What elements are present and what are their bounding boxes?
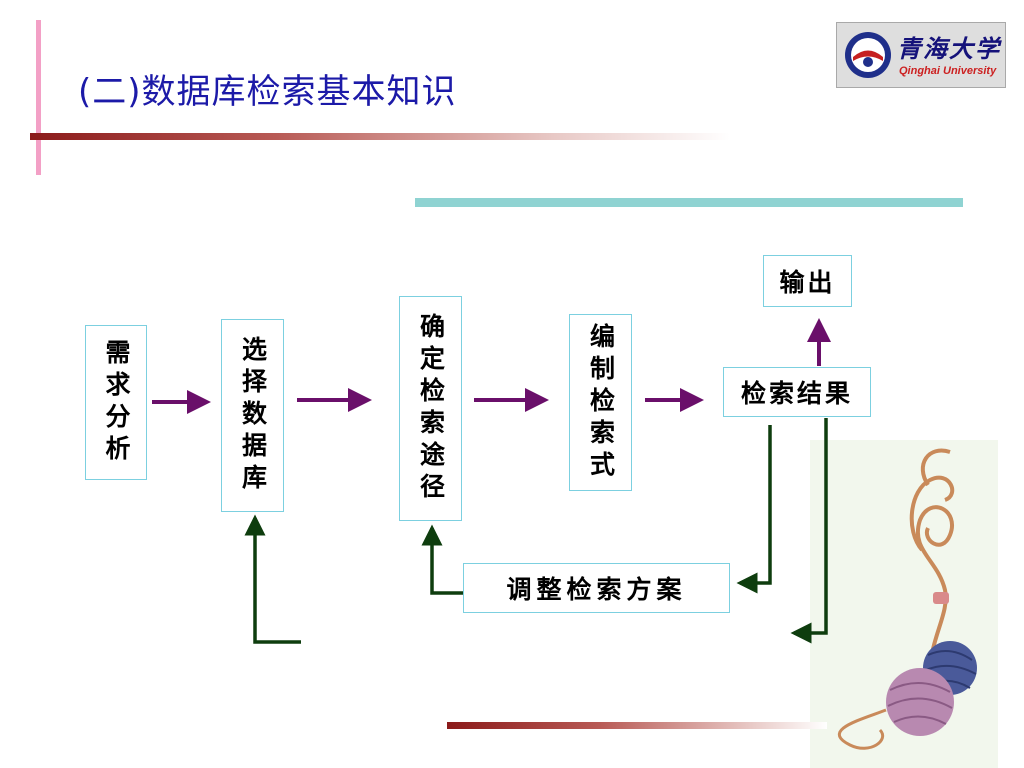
node-select-database: 选择数据库 <box>221 319 284 512</box>
node-output: 输出 <box>763 255 852 307</box>
arrow-results-to-adjust <box>736 425 772 594</box>
node-select-database-label: 选择数据库 <box>238 335 268 496</box>
logo-english-name: Qinghai University <box>899 65 997 77</box>
node-compile-query: 编制检索式 <box>569 314 632 491</box>
footer-divider <box>447 722 827 729</box>
arrow-results-loopback <box>790 418 828 644</box>
arrow-reselect-database <box>244 514 301 644</box>
node-need-analysis: 需求分析 <box>85 325 147 480</box>
node-compile-query-label: 编制检索式 <box>586 322 616 483</box>
university-emblem-icon <box>845 32 891 78</box>
node-adjust-plan: 调整检索方案 <box>463 563 730 613</box>
node-search-results-label: 检索结果 <box>740 379 853 408</box>
arrow-adjust-to-path <box>421 524 463 595</box>
yarn-ball-illustration <box>837 448 977 750</box>
page-title: (二)数据库检索基本知识 <box>78 72 457 112</box>
node-search-results: 检索结果 <box>723 367 871 417</box>
title-divider <box>30 133 730 140</box>
logo-chinese-name: 青海大学 <box>897 34 1001 63</box>
node-determine-search-path: 确定检索途径 <box>399 296 462 521</box>
node-output-label: 输出 <box>779 268 836 297</box>
node-need-analysis-label: 需求分析 <box>102 338 131 467</box>
teal-accent-bar <box>415 198 963 207</box>
node-adjust-plan-label: 调整检索方案 <box>506 575 687 604</box>
header-accent-bar <box>36 20 41 175</box>
node-determine-search-path-label: 确定检索途径 <box>416 312 446 505</box>
university-logo: 青海大学 Qinghai University <box>836 22 1006 88</box>
